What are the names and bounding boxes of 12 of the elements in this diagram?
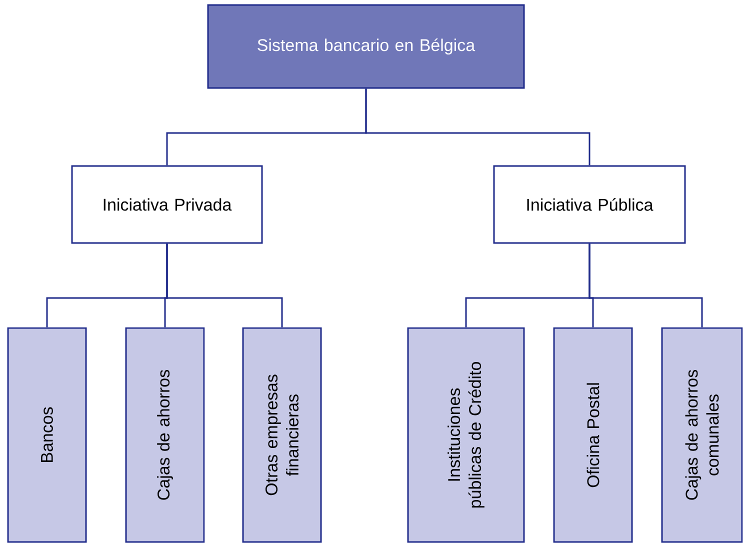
leaf-box: Cajas de ahorros: [125, 327, 205, 543]
leaf-box: Oficina Postal: [553, 327, 633, 543]
leaf-box: Instituciones públicas de Crédito: [407, 327, 525, 543]
leaf-box: Cajas de ahorros comunales: [661, 327, 743, 543]
connector-line: [166, 244, 283, 328]
category-box: Iniciativa Pública: [493, 165, 686, 244]
connector-line: [365, 88, 590, 166]
connector-line: [588, 244, 703, 328]
leaf-box: Bancos: [7, 327, 87, 543]
leaf-box: Otras empresas financieras: [242, 327, 322, 543]
category-box: Iniciativa Privada: [71, 165, 263, 244]
title-box: Sistema bancario en Bélgica: [207, 4, 525, 89]
